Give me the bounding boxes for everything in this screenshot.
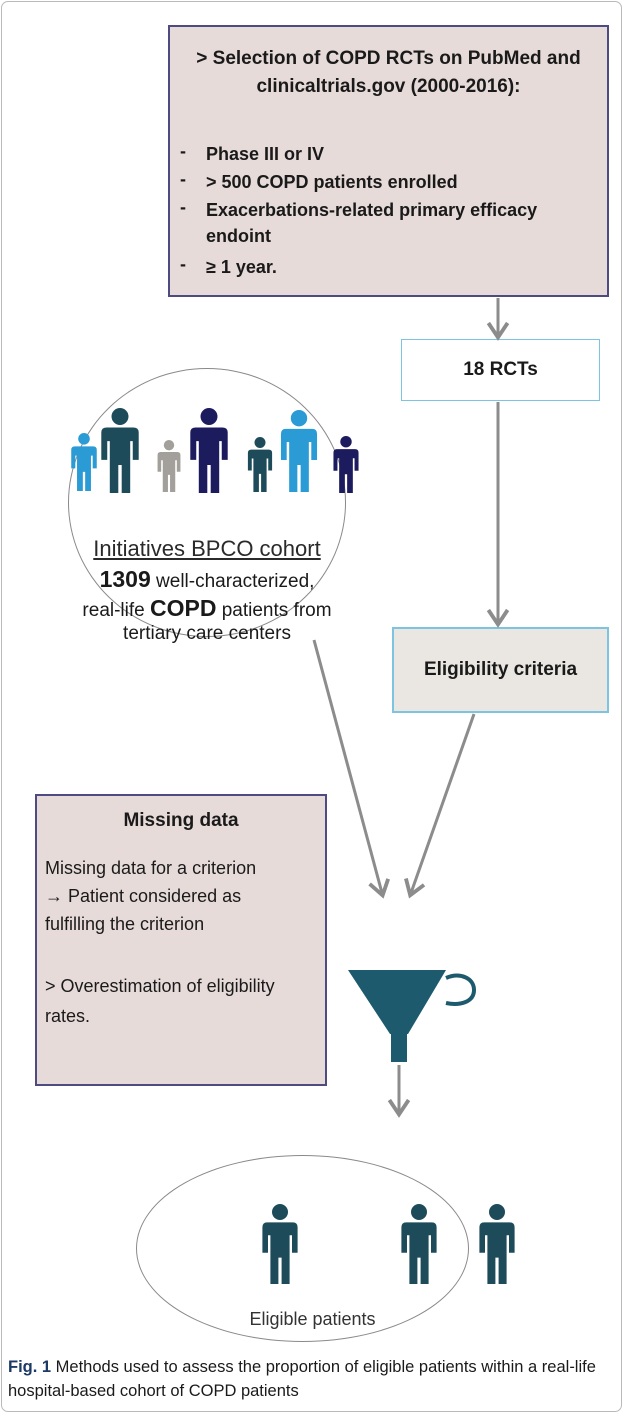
missing-data-line: → Patient considered as (45, 886, 242, 906)
criterion-text: ≥ 1 year. (206, 257, 277, 277)
criterion-dash: - (180, 254, 186, 274)
criterion-text: > 500 COPD patients enrolled (206, 172, 458, 192)
missing-data-line: rates. (45, 1006, 91, 1026)
person-icon (247, 437, 273, 492)
cohort-title: Initiatives BPCO cohort (93, 536, 321, 561)
caption-fig-label: Fig. 1 (8, 1358, 52, 1376)
selection-header-line1: > Selection of COPD RCTs on PubMed and (196, 48, 581, 69)
criterion-dash: - (180, 169, 186, 189)
eligible-people-icons (262, 1204, 515, 1284)
cohort-line-2: real-life COPD patients from (68, 595, 346, 622)
funnel-icon (348, 970, 477, 1062)
eligible-patients-label: Eligible patients (249, 1309, 376, 1329)
eligibility-criteria-box: Eligibility criteria (392, 627, 609, 713)
cohort-line1-rest: well-characterized, (150, 571, 315, 592)
criterion-dash: - (180, 197, 186, 217)
cohort-line2-rest: patients from (216, 600, 332, 621)
missing-data-line: Missing data for a criterion (45, 858, 257, 878)
missing-data-box: Missing data Missing data for a criterio… (35, 794, 327, 1086)
person-icon (262, 1204, 298, 1284)
person-icon (101, 408, 139, 493)
arrow-eligibility-to-funnel (404, 713, 476, 899)
missing-data-title: Missing data (123, 810, 239, 831)
person-icon (157, 440, 181, 492)
cohort-line-3: tertiary care centers (123, 623, 291, 644)
criterion-text: endoint (206, 226, 271, 246)
selection-header: > Selection of COPD RCTs on PubMed and c… (170, 45, 607, 101)
rcts-label: 18 RCTs (463, 359, 538, 380)
person-icon (190, 408, 228, 493)
person-icon (280, 410, 318, 492)
cohort-copd: COPD (150, 595, 217, 621)
eligible-patients-ellipse (136, 1155, 469, 1342)
cohort-people-icons (71, 408, 359, 493)
figure-caption: Fig. 1 Methods used to assess the propor… (8, 1355, 618, 1403)
cohort-count: 1309 (99, 566, 151, 592)
person-icon (479, 1204, 515, 1284)
missing-data-line: > Overestimation of eligibility (45, 976, 275, 996)
person-icon (333, 436, 359, 493)
cohort-line2-prefix: real-life (82, 600, 150, 621)
selection-criteria-box: > Selection of COPD RCTs on PubMed and c… (168, 25, 609, 297)
criterion-text: Phase III or IV (206, 144, 325, 164)
person-icon (401, 1204, 437, 1284)
criterion-text: Exacerbations-related primary efficacy (206, 200, 538, 220)
person-icon (71, 433, 97, 491)
cohort-line-1: 1309 well-characterized, (68, 566, 346, 593)
selection-header-line2: clinicaltrials.gov (2000-2016): (256, 76, 521, 97)
caption-text: Methods used to assess the proportion of… (8, 1358, 596, 1400)
missing-data-line: fulfilling the criterion (45, 914, 205, 934)
arrow-cohort-to-funnel (312, 639, 390, 899)
eligibility-label: Eligibility criteria (423, 659, 578, 680)
criterion-dash: - (180, 141, 186, 161)
